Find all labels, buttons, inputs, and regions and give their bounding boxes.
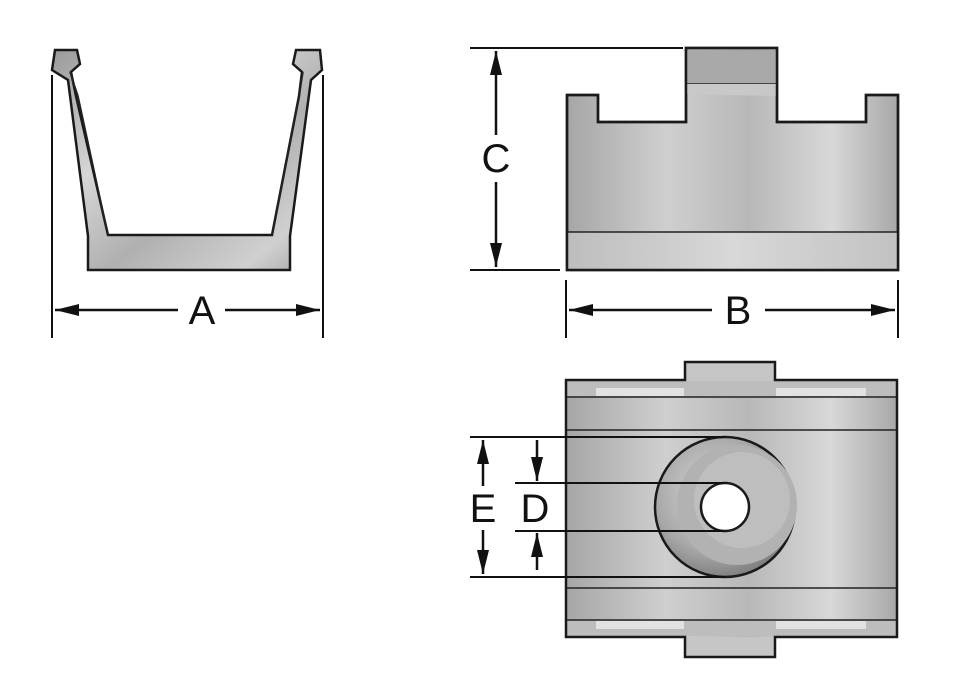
top-slot-upper-left (596, 388, 684, 396)
top-slot-lower-left (596, 621, 684, 629)
side-view: C B (470, 46, 900, 338)
top-body-outline (564, 360, 899, 659)
side-body-outline (565, 46, 900, 272)
top-view: E D (470, 360, 899, 659)
top-slot-upper-right (776, 388, 866, 396)
u-channel-inner-edge-right (271, 71, 304, 236)
end-view: A (50, 48, 324, 338)
top-slot-lower-right (776, 621, 866, 629)
dimension-b-label: B (725, 289, 752, 333)
center-hole (699, 481, 751, 533)
top-tab-upper (686, 363, 774, 381)
side-tab-bevel (687, 84, 776, 96)
side-tab-face (687, 50, 776, 84)
side-lower-band (568, 232, 897, 269)
dimension-e-label: E (470, 487, 497, 531)
dimension-c-label: C (482, 137, 511, 181)
top-tab-lower (686, 637, 774, 656)
dimension-a-label: A (189, 289, 216, 333)
u-channel-inner-edge-left (69, 71, 109, 236)
dimension-d-label: D (521, 487, 550, 531)
